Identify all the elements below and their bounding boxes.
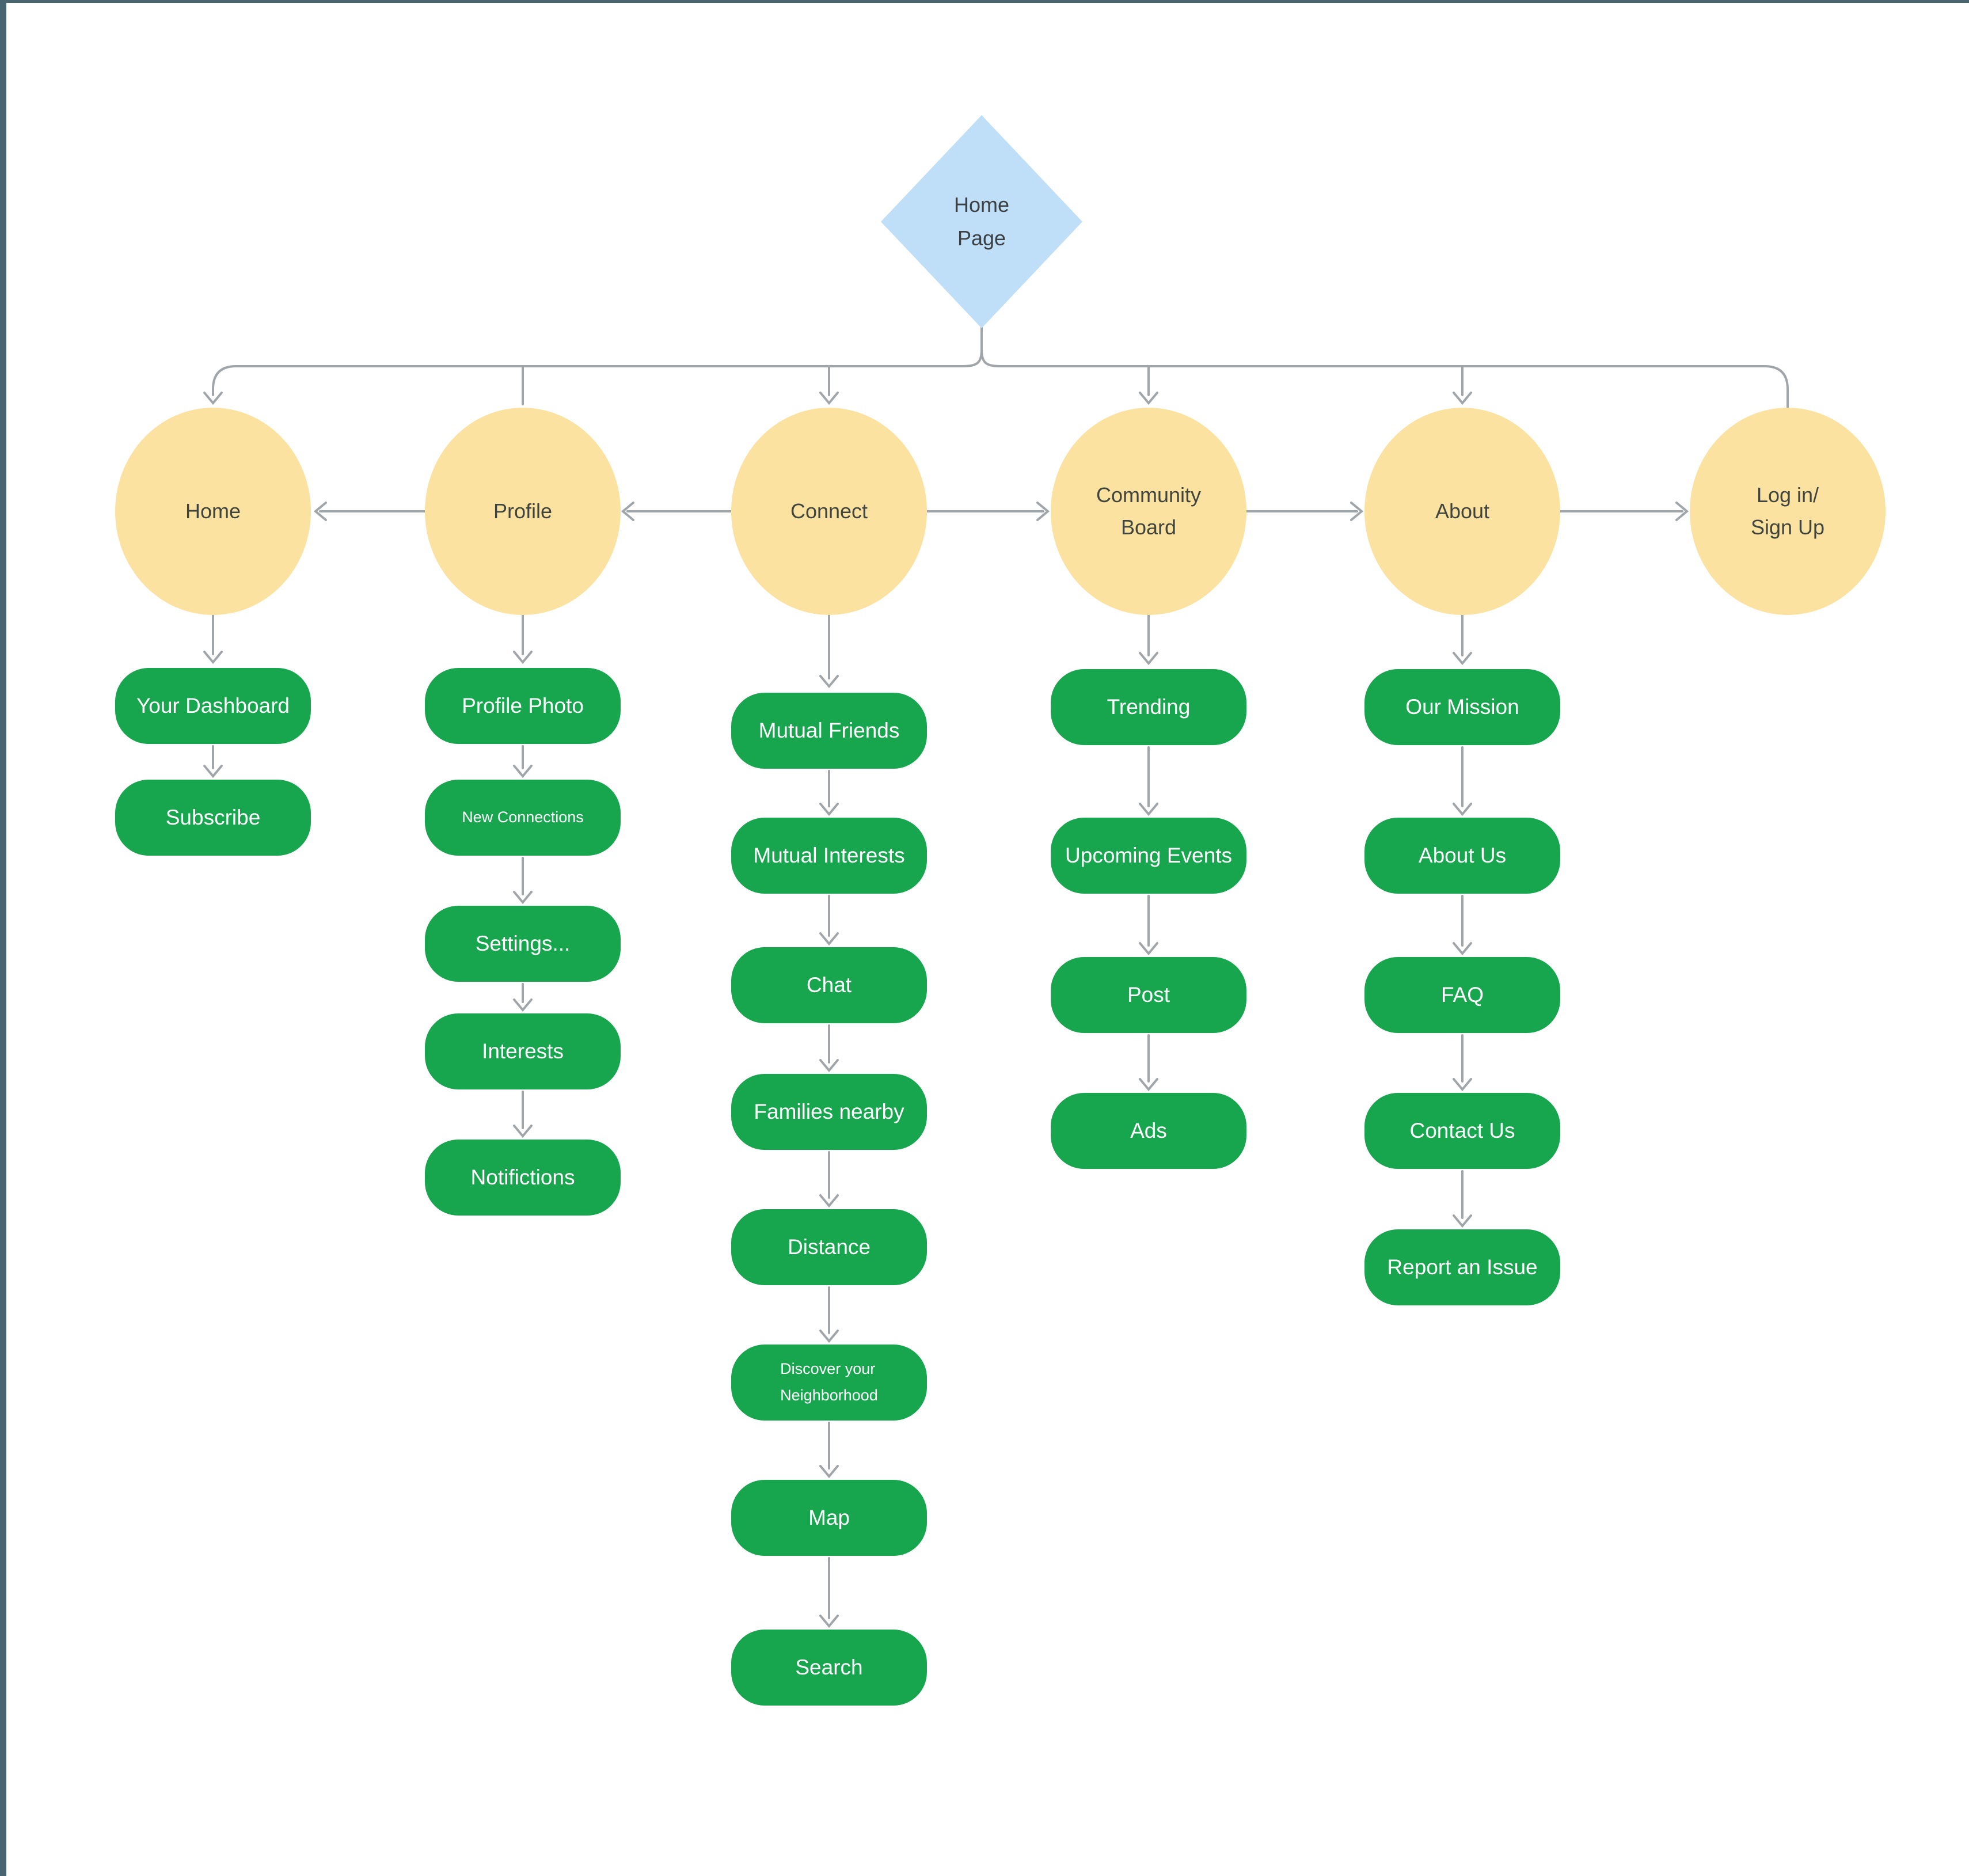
- arrowhead-profile-col-2: [513, 891, 533, 905]
- arrowhead-profile-col-0: [513, 651, 533, 664]
- node-our-mission[interactable]: Our Mission: [1364, 669, 1560, 745]
- node-ads[interactable]: Ads: [1051, 1093, 1246, 1169]
- node-interests[interactable]: Interests: [425, 1013, 621, 1089]
- arrowhead-profile-col-1: [513, 765, 533, 778]
- arrowhead-community-col-2: [1139, 942, 1158, 956]
- node-discover-your-neighborhood[interactable]: Discover your Neighborhood: [731, 1345, 927, 1421]
- node-trending[interactable]: Trending: [1051, 669, 1246, 745]
- arrowhead-connect-drop: [819, 392, 839, 405]
- arrowhead-connect-col-4: [819, 1194, 839, 1208]
- node-home-page-diamond[interactable]: Home Page: [881, 115, 1082, 328]
- node-new-connections[interactable]: New Connections: [425, 780, 621, 856]
- arrowhead-about-col-0: [1453, 652, 1472, 666]
- node-home-circle[interactable]: Home: [115, 408, 311, 615]
- node-community-board-circle[interactable]: Community Board: [1051, 408, 1246, 615]
- arrowhead-about-col-4: [1453, 1214, 1472, 1228]
- node-profile-circle[interactable]: Profile: [425, 408, 621, 615]
- arrowhead-connect-col-5: [819, 1330, 839, 1343]
- node-post[interactable]: Post: [1051, 957, 1246, 1033]
- node-contact-us[interactable]: Contact Us: [1364, 1093, 1560, 1169]
- node-mutual-interests[interactable]: Mutual Interests: [731, 818, 927, 894]
- node-families-nearby[interactable]: Families nearby: [731, 1074, 927, 1150]
- edge-rail-left: [212, 365, 964, 396]
- arrowhead-to-home: [313, 502, 327, 521]
- node-notifictions[interactable]: Notifictions: [425, 1140, 621, 1216]
- node-your-dashboard[interactable]: Your Dashboard: [115, 668, 311, 744]
- node-chat[interactable]: Chat: [731, 947, 927, 1023]
- arrowhead-connect-col-2: [819, 932, 839, 946]
- arrowhead-about-col-3: [1453, 1078, 1472, 1092]
- node-profile-photo[interactable]: Profile Photo: [425, 668, 621, 744]
- arrowhead-community-drop: [1139, 392, 1158, 405]
- arrowhead-to-profile: [621, 502, 634, 521]
- arrowhead-profile-col-4: [513, 1125, 533, 1138]
- node-about-us[interactable]: About Us: [1364, 818, 1560, 894]
- edge-rail-right: [999, 365, 1789, 409]
- node-search[interactable]: Search: [731, 1630, 927, 1706]
- arrowhead-connect-col-1: [819, 803, 839, 817]
- arrowhead-connect-col-3: [819, 1059, 839, 1073]
- arrowhead-profile-col-3: [513, 998, 533, 1012]
- node-map[interactable]: Map: [731, 1480, 927, 1556]
- node-about-circle[interactable]: About: [1364, 408, 1560, 615]
- node-login-signup-circle[interactable]: Log in/ Sign Up: [1690, 408, 1886, 615]
- node-distance[interactable]: Distance: [731, 1209, 927, 1285]
- node-upcoming-events[interactable]: Upcoming Events: [1051, 818, 1246, 894]
- arrowhead-connect-col-0: [819, 675, 839, 689]
- node-connect-circle[interactable]: Connect: [731, 408, 927, 615]
- arrowhead-home-col-1: [203, 765, 223, 778]
- node-settings[interactable]: Settings...: [425, 906, 621, 982]
- node-home-page-label: Home Page: [953, 193, 1010, 250]
- arrowhead-connect-col-7: [819, 1615, 839, 1628]
- window-edge-left: [0, 0, 6, 1876]
- node-faq[interactable]: FAQ: [1364, 957, 1560, 1033]
- node-subscribe[interactable]: Subscribe: [115, 780, 311, 856]
- arrowhead-community-col-3: [1139, 1078, 1158, 1092]
- arrowhead-to-about: [1350, 502, 1364, 521]
- arrowhead-home-col-0: [203, 651, 223, 664]
- arrowhead-to-community: [1036, 502, 1050, 521]
- arrowhead-community-col-1: [1139, 803, 1158, 817]
- node-report-an-issue[interactable]: Report an Issue: [1364, 1229, 1560, 1305]
- arrowhead-about-drop: [1453, 392, 1472, 405]
- arrowhead-home-drop: [203, 392, 223, 405]
- window-edge-top: [0, 0, 1969, 3]
- arrowhead-about-col-1: [1453, 803, 1472, 817]
- arrowhead-about-col-2: [1453, 942, 1472, 956]
- arrowhead-to-login: [1675, 502, 1689, 521]
- arrowhead-connect-col-6: [819, 1465, 839, 1479]
- edge-root-stem: [961, 326, 1002, 367]
- arrowhead-community-col-0: [1139, 652, 1158, 666]
- node-mutual-friends[interactable]: Mutual Friends: [731, 693, 927, 769]
